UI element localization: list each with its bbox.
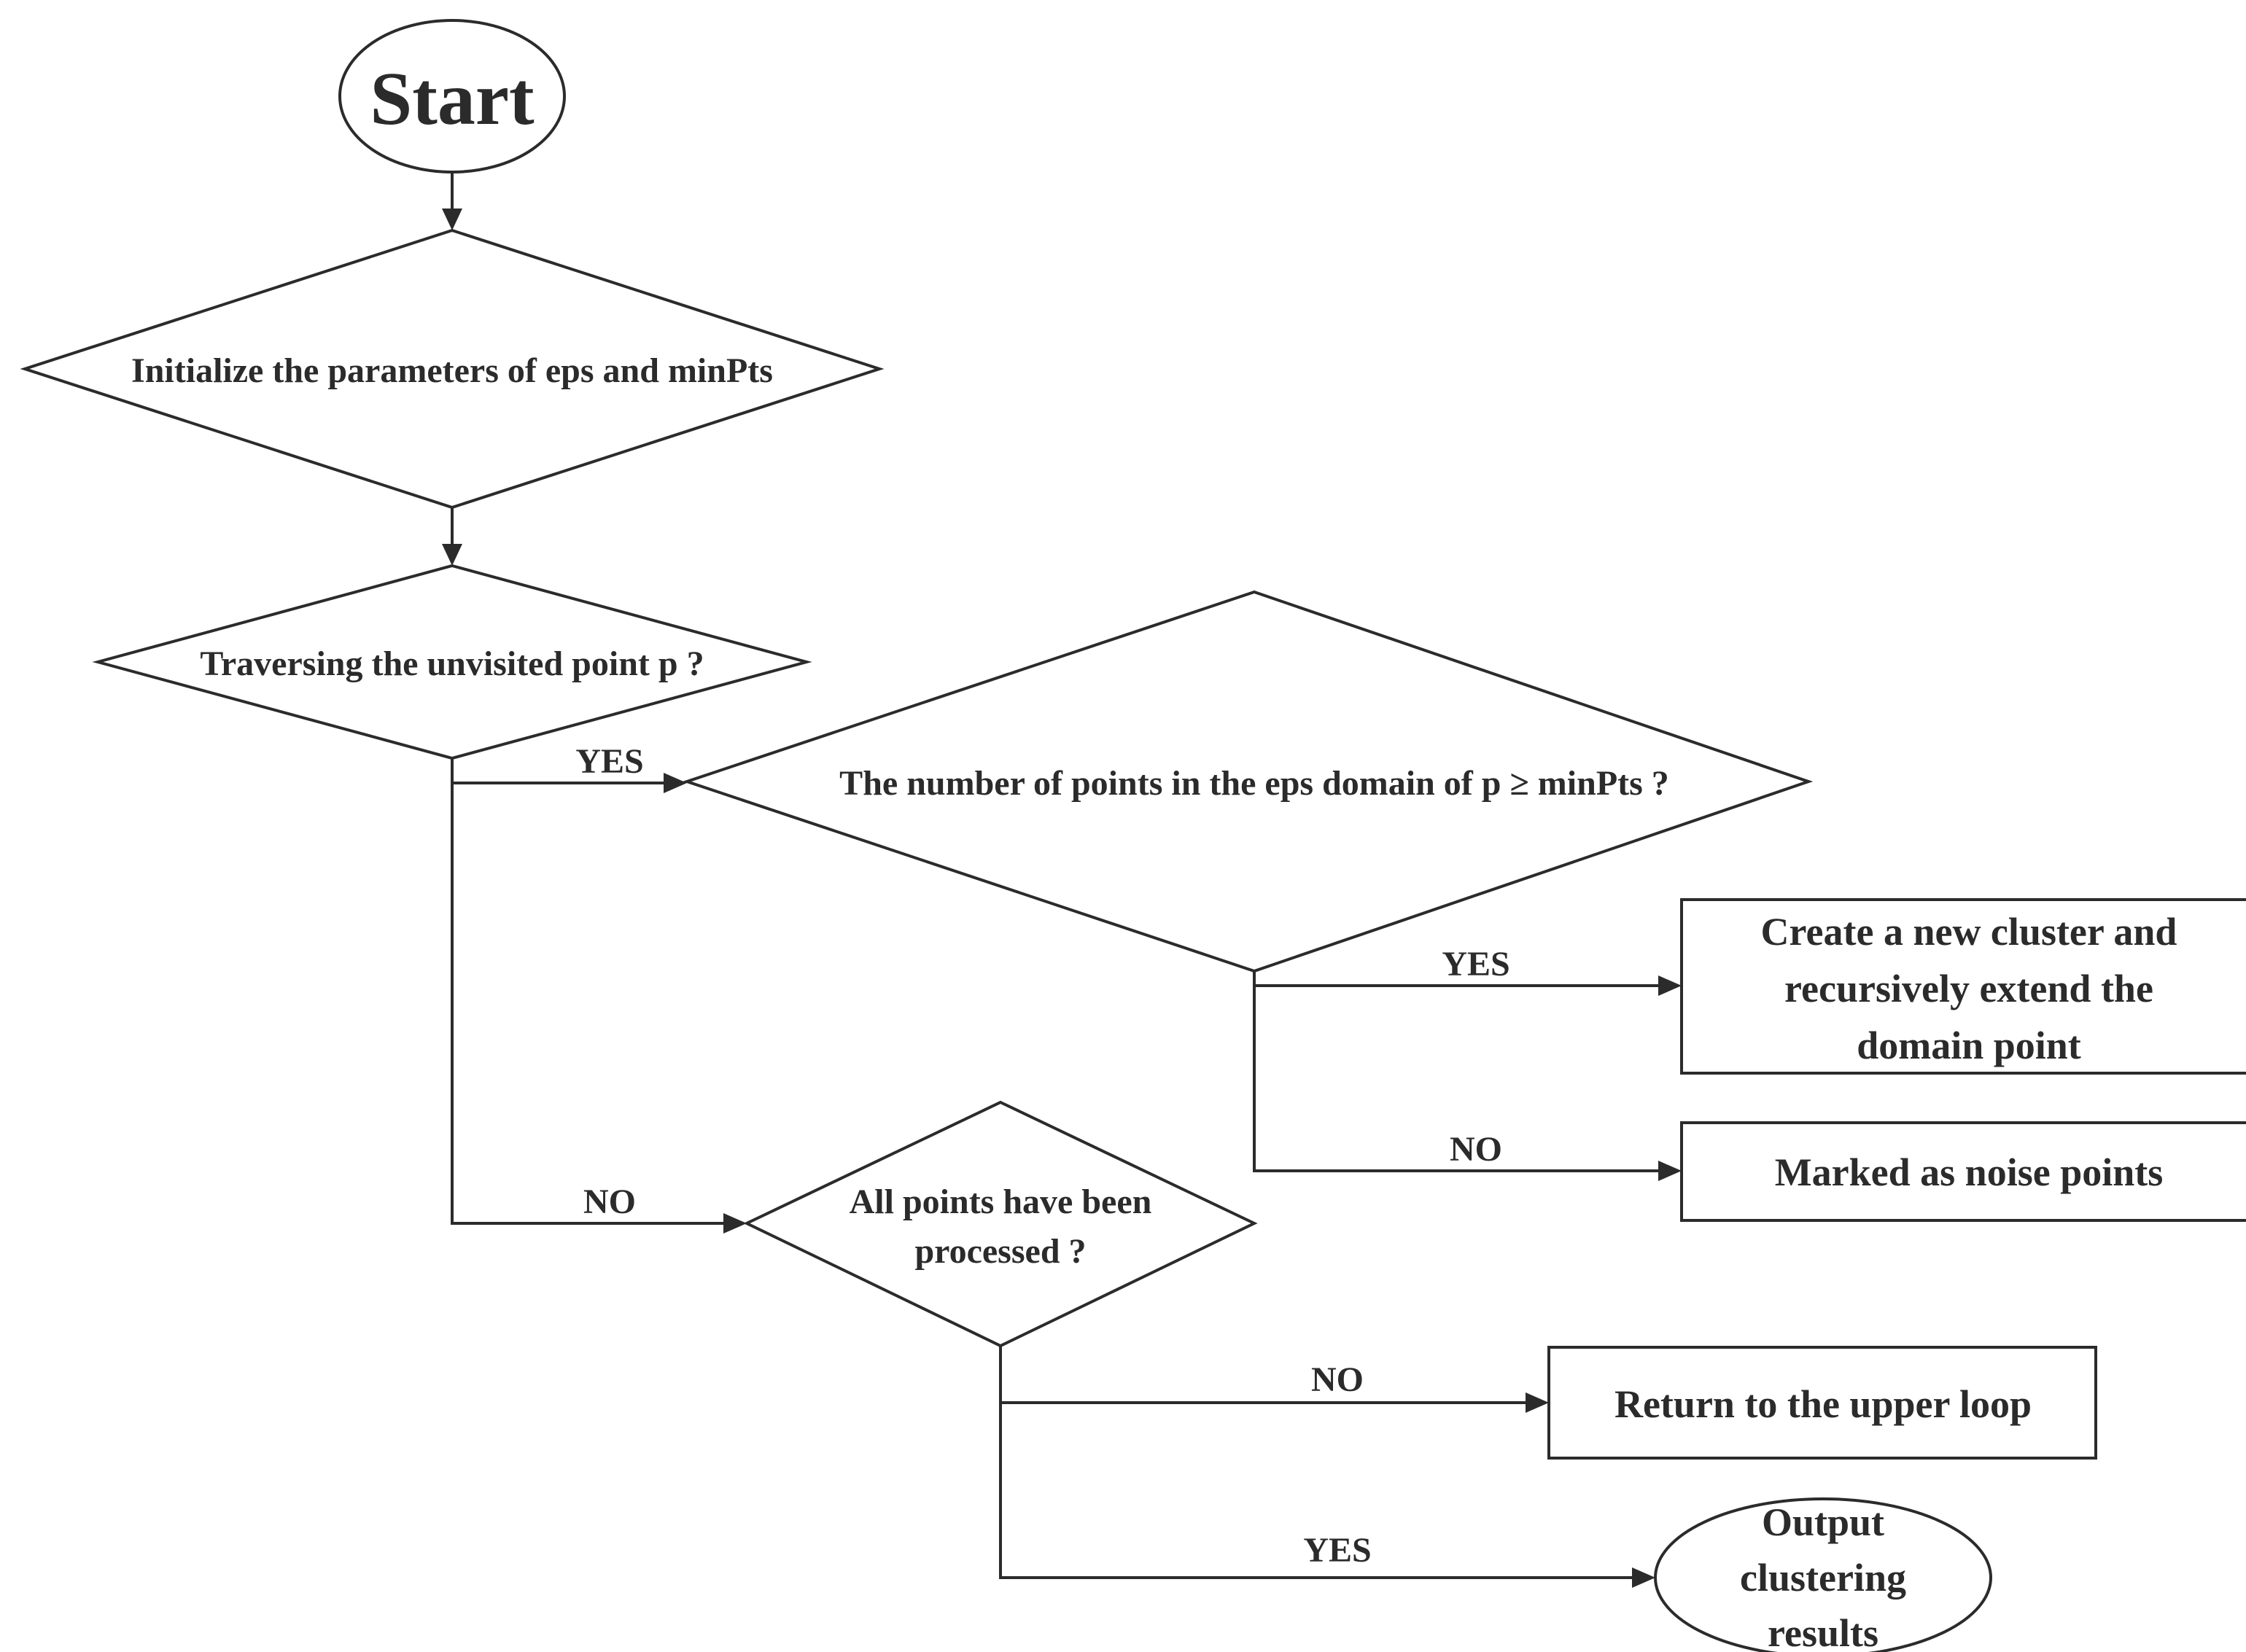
edge-label-eps-yes: YES	[1442, 945, 1509, 983]
eps-domain-decision: The number of points in the eps domain o…	[682, 590, 1814, 973]
all-processed-line-1: All points have been	[850, 1182, 1152, 1221]
traverse-decision: Traversing the unvisited point p ?	[92, 564, 812, 760]
edge-traverse-no	[451, 783, 723, 1225]
init-label: Initialize the parameters of eps and min…	[131, 351, 773, 390]
edge-processed-yes	[999, 1403, 1632, 1579]
output-line-1: Output	[1762, 1500, 1884, 1544]
noise-label: Marked as noise points	[1775, 1150, 2164, 1194]
create-cluster-line-2: recursively extend the	[1784, 967, 2153, 1010]
output-node: Output clustering results	[1654, 1497, 1992, 1652]
output-line-3: results	[1768, 1611, 1878, 1652]
edge-labels: YES NO YES NO NO YES	[575, 742, 1509, 1570]
start-node: Start	[338, 19, 566, 174]
edge-eps-no	[1253, 986, 1658, 1172]
return-loop-box: Return to the upper loop	[1547, 1346, 2097, 1460]
create-cluster-line-1: Create a new cluster and	[1761, 910, 2177, 954]
arrowhead-eps-yes	[1658, 975, 1682, 996]
edge-label-traverse-no: NO	[583, 1182, 636, 1221]
eps-domain-label: The number of points in the eps domain o…	[839, 764, 1669, 803]
edge-processed-no	[999, 1346, 1526, 1404]
all-processed-line-2: processed ?	[914, 1232, 1086, 1271]
traverse-label: Traversing the unvisited point p ?	[200, 644, 704, 683]
arrowhead-processed-yes	[1632, 1567, 1655, 1588]
arrowhead-traverse-no	[723, 1213, 747, 1234]
arrowhead-traverse-yes	[664, 773, 687, 793]
init-decision: Initialize the parameters of eps and min…	[20, 228, 885, 510]
start-label: Start	[370, 57, 535, 141]
return-loop-label: Return to the upper loop	[1614, 1382, 2032, 1426]
output-line-2: clustering	[1740, 1556, 1906, 1600]
create-cluster-line-3: domain point	[1857, 1024, 2081, 1067]
edge-label-traverse-yes: YES	[575, 742, 643, 781]
create-cluster-box: Create a new cluster and recursively ext…	[1680, 898, 2246, 1075]
edge-label-processed-no: NO	[1311, 1360, 1364, 1399]
all-processed-decision: All points have been processed ?	[743, 1100, 1258, 1348]
arrowhead-processed-no	[1526, 1392, 1549, 1413]
arrowhead-start-to-init	[442, 209, 462, 230]
edge-label-eps-no: NO	[1450, 1130, 1502, 1169]
edge-label-processed-yes: YES	[1303, 1531, 1371, 1570]
arrowhead-init-to-traverse	[442, 544, 462, 566]
flow-edges	[442, 172, 1682, 1588]
noise-box: Marked as noise points	[1680, 1121, 2246, 1222]
arrowhead-eps-no	[1658, 1161, 1682, 1181]
